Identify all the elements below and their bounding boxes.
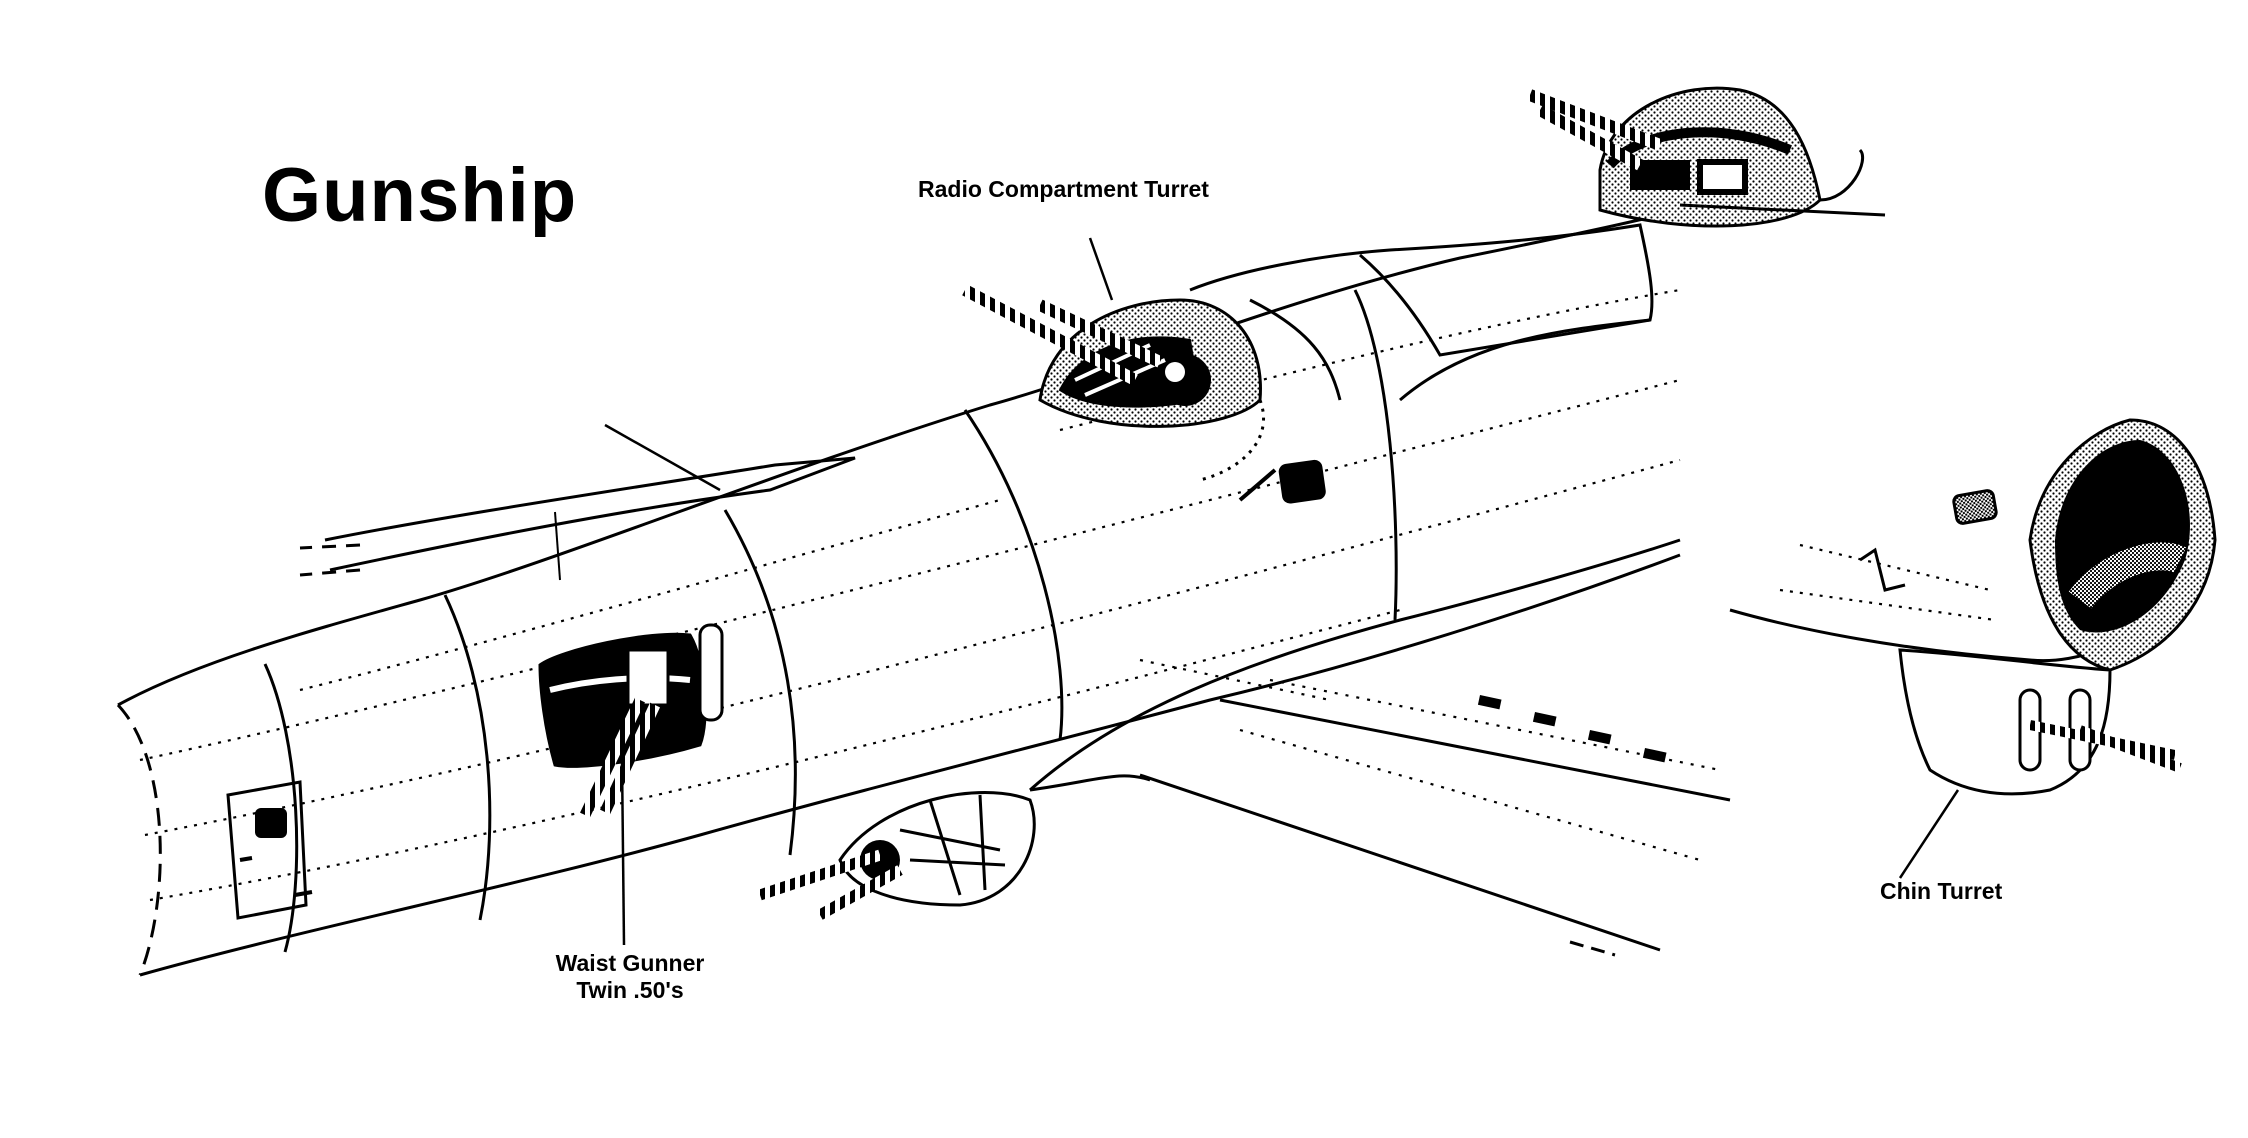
ball-turret: [758, 791, 1036, 920]
upper-turret: [1527, 86, 1886, 228]
radio-compartment-turret-label-text: Radio Compartment Turret: [918, 176, 1209, 202]
dorsal-fairing: [1189, 223, 1654, 402]
chin-turret-label-text: Chin Turret: [1880, 878, 2003, 904]
waist-gunner-label: Waist Gunner Twin .50's: [540, 950, 720, 1004]
horizontal-stabilizer: [299, 423, 856, 581]
wing: [1029, 538, 1731, 957]
waist-gunner-position: [538, 623, 724, 946]
radio-compartment-turret: [962, 237, 1326, 504]
rear-door: [226, 780, 313, 920]
page-title: Gunship: [262, 153, 578, 238]
waist-gunner-label-line1: Waist Gunner: [555, 950, 705, 976]
chin-turret-detail: [1729, 418, 2217, 879]
chin-turret-label: Chin Turret: [1880, 878, 2002, 905]
radio-compartment-turret-label: Radio Compartment Turret: [918, 176, 1209, 203]
waist-gunner-label-line2: Twin .50's: [576, 977, 684, 1003]
